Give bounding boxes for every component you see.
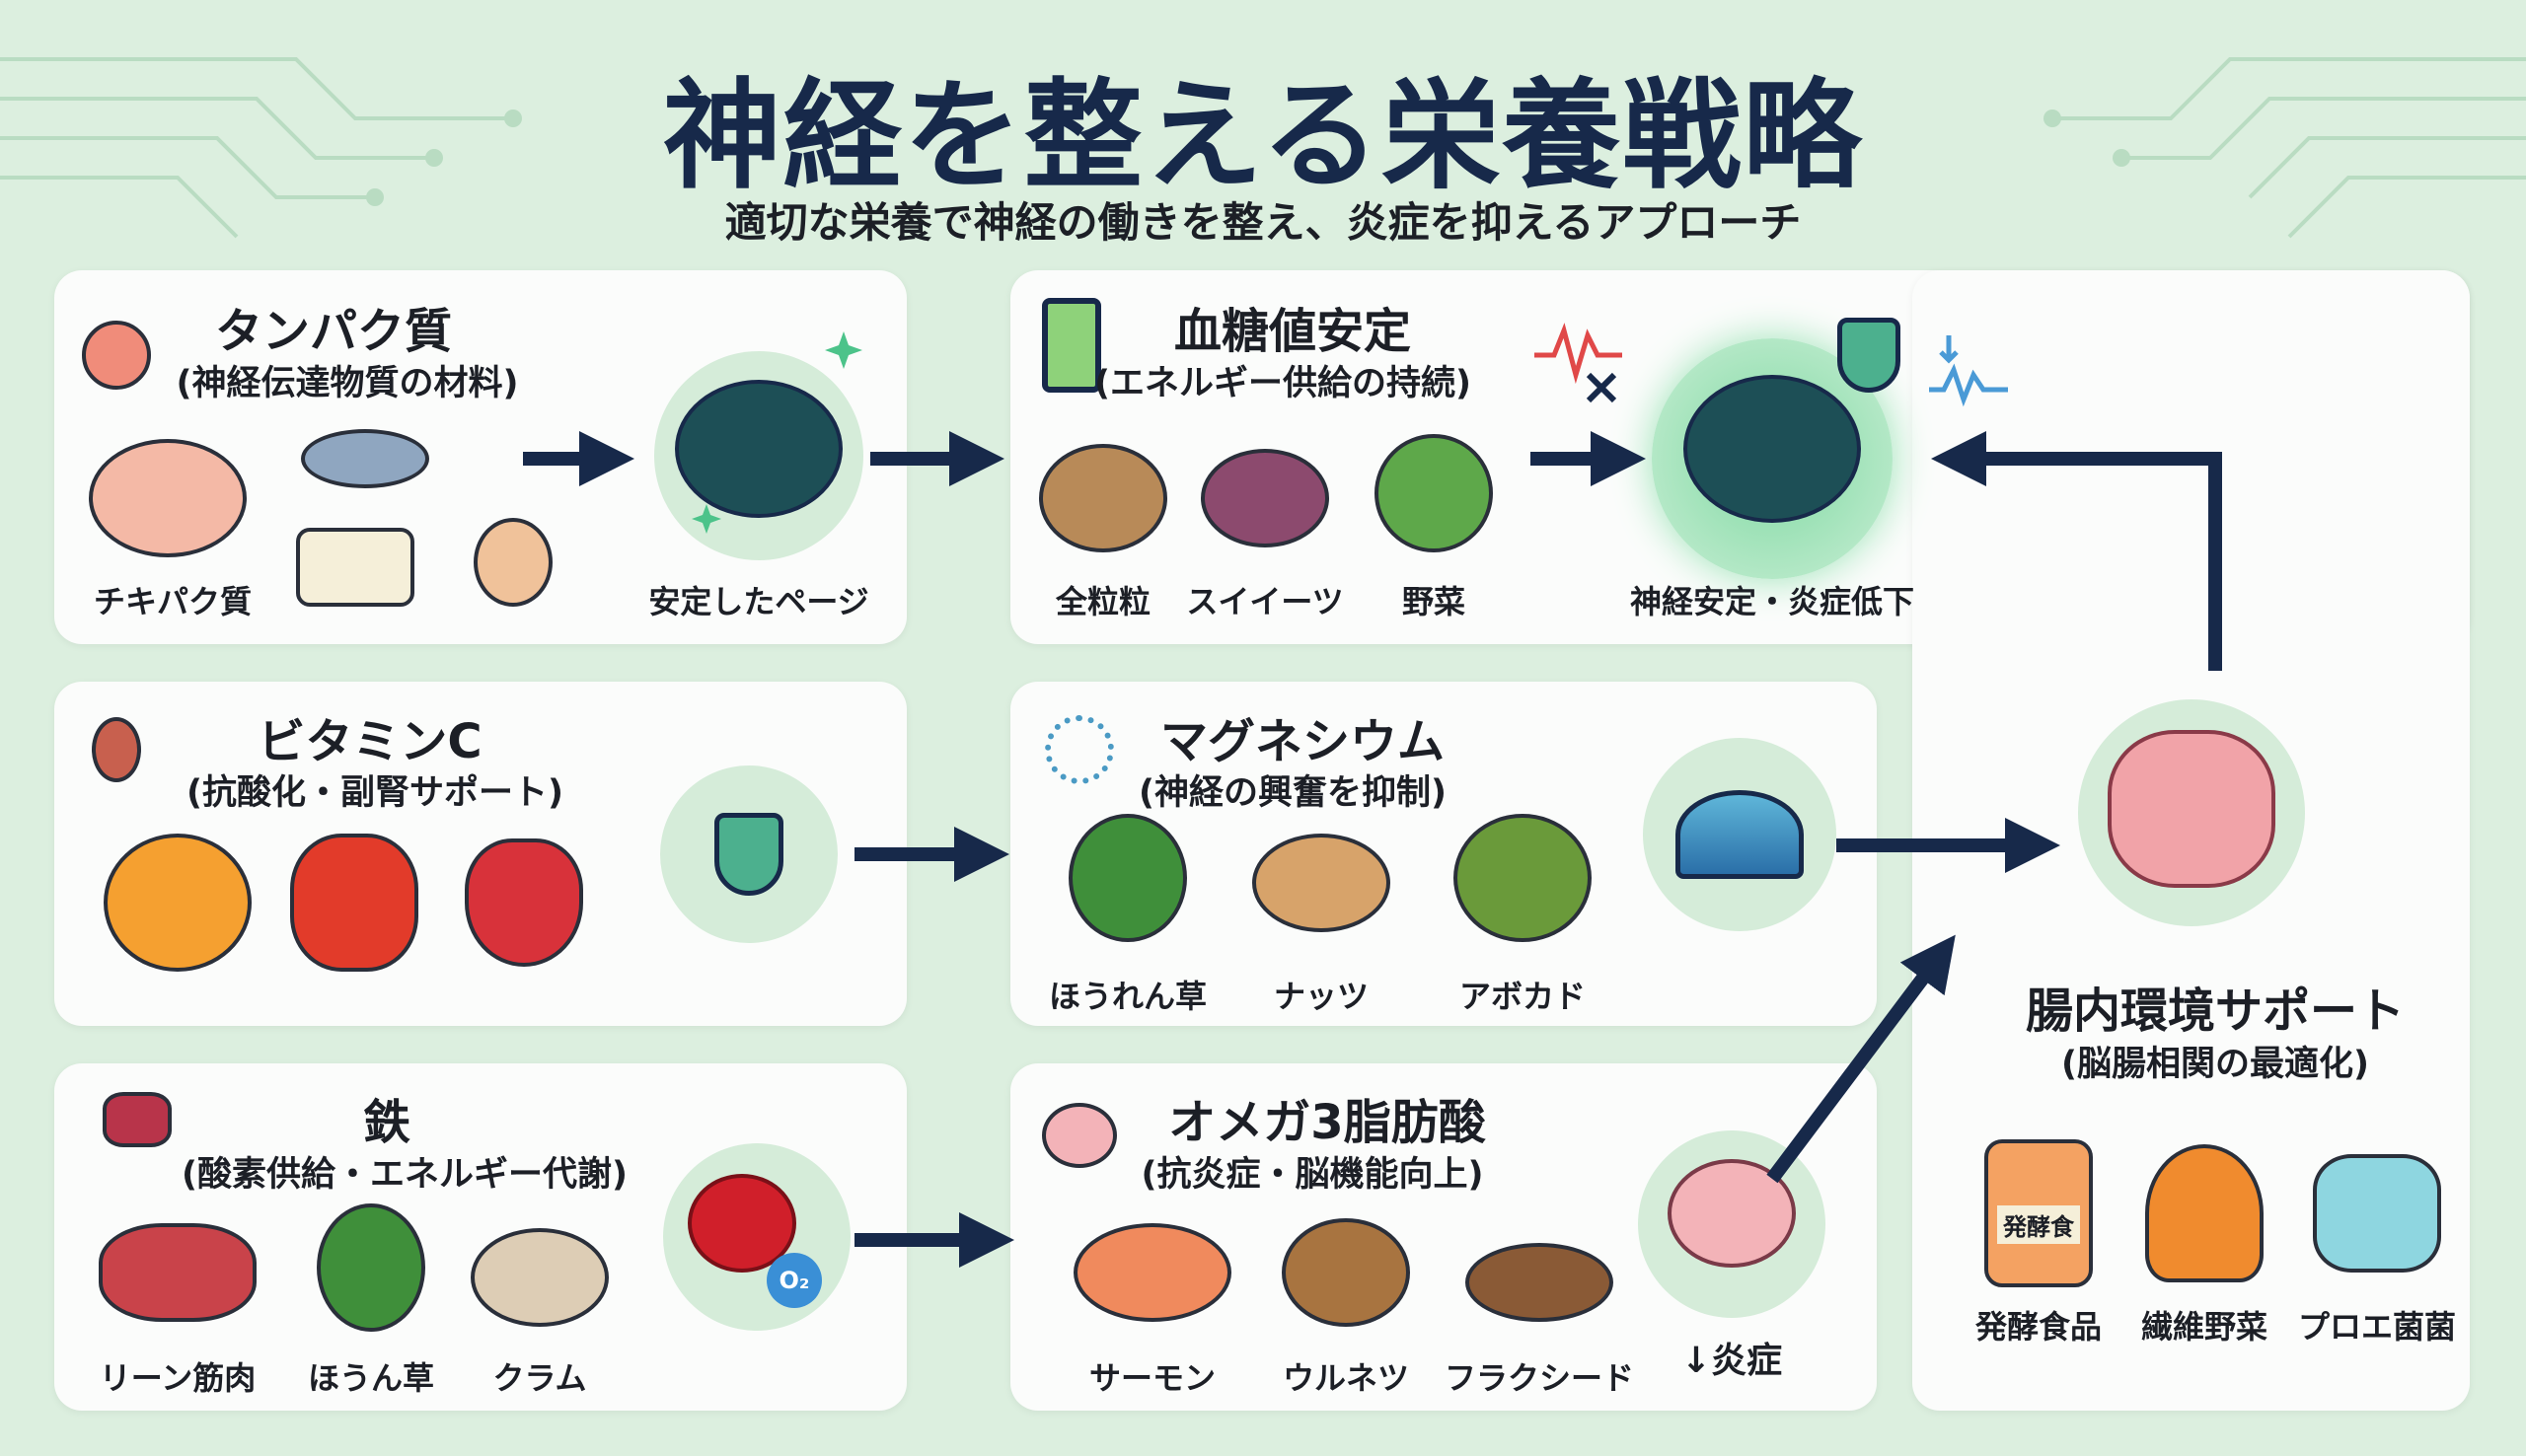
- shield-check-icon: [1837, 318, 1900, 393]
- strawberry-icon: [465, 838, 583, 967]
- food-label: ウルネツ: [1282, 1359, 1410, 1397]
- protein-subtitle: (神経伝達物質の材料): [176, 364, 519, 403]
- tofu-icon: [296, 528, 414, 607]
- food-label: リーン筋肉: [99, 1359, 257, 1397]
- down-arrow-icon: [1939, 335, 1959, 364]
- lean-meat-icon: [99, 1223, 257, 1322]
- food-label: 全粒粒: [1055, 583, 1152, 620]
- food-label: クラム: [492, 1359, 587, 1397]
- spinach-icon: [317, 1203, 425, 1332]
- brain-icon: [675, 380, 843, 518]
- food-label: フラクシード: [1444, 1359, 1635, 1397]
- oxygen-icon: O₂: [767, 1253, 822, 1308]
- food-label: 繊維野菜: [2140, 1308, 2268, 1346]
- gut-subtitle: (脳腸相関の最適化): [2061, 1045, 2369, 1084]
- eggs-icon: [474, 518, 553, 607]
- food-label: 発酵食品: [1974, 1308, 2103, 1346]
- clam-icon: [471, 1228, 609, 1327]
- arrow-omega3-to-gut: [1766, 934, 1956, 1184]
- food-label: 野菜: [1401, 583, 1466, 620]
- calm-signal-icon: [1929, 363, 2008, 407]
- fish-icon: [301, 429, 429, 488]
- arrow-gut-to-brain: [1931, 431, 2222, 671]
- carrot-icon: [2145, 1144, 2264, 1282]
- brain-icon: [1683, 375, 1861, 523]
- omega3-subtitle: (抗炎症・脳機能向上): [1141, 1155, 1484, 1195]
- blood-sugar-title: 血糖値安定: [1173, 304, 1412, 359]
- salmon-icon: [1074, 1223, 1231, 1322]
- avocado-icon: [1453, 814, 1592, 942]
- vegetables-icon: [1374, 434, 1493, 552]
- page-title: 神経を整える栄養戦略: [662, 68, 1864, 205]
- battery-icon: [1042, 298, 1101, 393]
- iron-subtitle: (酸素供給・エネルギー代謝): [182, 1155, 628, 1195]
- page-subtitle: 適切な栄養で神経の働きを整え、炎症を抑えるアプローチ: [724, 198, 1802, 247]
- food-label: ほうれん草: [1048, 978, 1208, 1015]
- whole-grain-icon: [1039, 444, 1167, 552]
- blood-sugar-result-label: 神経安定・炎症低下: [1629, 583, 1915, 620]
- spinach-icon: [1069, 814, 1187, 942]
- bell-pepper-icon: [290, 834, 418, 972]
- magnesium-subtitle: (神経の興奮を抑制): [1139, 773, 1447, 813]
- sparkle-icon: [692, 331, 862, 534]
- meat-icon: [103, 1092, 172, 1147]
- food-label: スイイーツ: [1186, 583, 1344, 620]
- reduced-inflammation-label: ↓炎症: [1680, 1341, 1783, 1381]
- vitamin-c-subtitle: (抗酸化・副腎サポート): [186, 773, 563, 813]
- magnesium-title: マグネシウム: [1159, 714, 1446, 769]
- food-label: アボカド: [1458, 978, 1587, 1015]
- orange-icon: [104, 834, 252, 972]
- protein-title: タンパク質: [214, 304, 453, 359]
- shield-check-icon: [714, 813, 783, 896]
- jar-label: 発酵食: [1997, 1205, 2080, 1244]
- wave-icon: [1675, 790, 1804, 879]
- protein-result-label: 安定したページ: [648, 583, 869, 620]
- kidney-icon: [92, 717, 141, 782]
- red-blood-cell-icon: [688, 1174, 796, 1273]
- erratic-signal-icon: [1534, 323, 1622, 385]
- gut-title: 腸内環境サポート: [2025, 983, 2406, 1039]
- nuts-icon: [1252, 834, 1390, 932]
- food-label: ナッツ: [1273, 978, 1370, 1015]
- close-icon: [1586, 372, 1617, 403]
- food-label: プロエ菌菌: [2297, 1308, 2457, 1346]
- food-label: ほうん草: [307, 1359, 435, 1397]
- brain-icon: [1042, 1103, 1117, 1168]
- chicken-breast-icon: [89, 439, 247, 557]
- vitamin-c-title: ビタミンC: [258, 714, 483, 769]
- walnut-icon: [1282, 1218, 1410, 1327]
- salmon-steak-icon: [82, 321, 151, 390]
- iron-title: 鉄: [362, 1095, 411, 1150]
- flaxseed-icon: [1465, 1243, 1613, 1322]
- probiotic-bacteria-icon: [2313, 1154, 2441, 1273]
- protein-food-label: チキパク質: [93, 583, 253, 620]
- blood-sugar-subtitle: (エネルギー供給の持続): [1094, 364, 1471, 403]
- neuron-icon: [1045, 715, 1114, 784]
- food-label: サーモン: [1088, 1359, 1217, 1397]
- omega3-title: オメガ3脂肪酸: [1168, 1095, 1486, 1150]
- sweet-potato-icon: [1201, 449, 1329, 547]
- intestine-icon: [2108, 730, 2275, 888]
